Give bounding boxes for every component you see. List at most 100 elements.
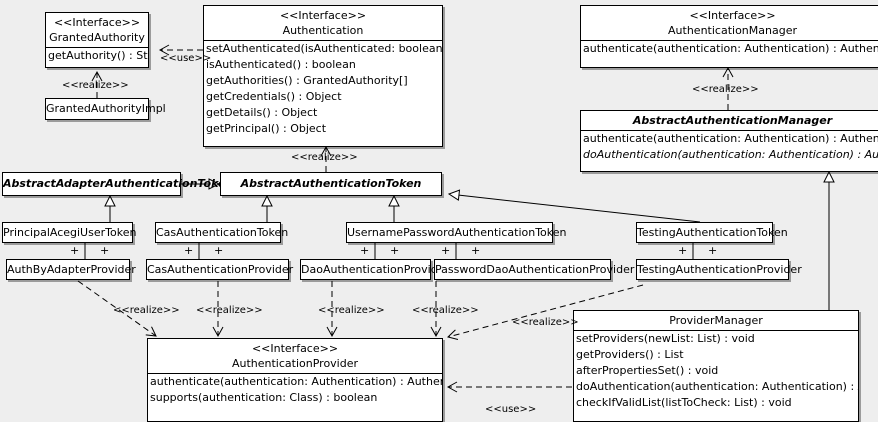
edge-label-realize-abstractauthenticationmanager: <<realize>>	[692, 84, 759, 95]
class-header: <<Interface>> Authentication	[204, 6, 442, 40]
class-name: PasswordDaoAuthenticationProvider	[435, 263, 635, 276]
class-header: AbstractAdapterAuthenticationToken	[3, 173, 234, 194]
operations-compartment: setAuthenticated(isAuthenticated: boolea…	[204, 40, 442, 137]
relation-realize-testingauthenticationprovider	[447, 284, 644, 340]
edge-label-realize-authbyadapterprovider: <<realize>>	[113, 305, 180, 316]
class-stereotype: <<Interface>>	[53, 16, 141, 29]
class-name: AuthenticationManager	[668, 24, 797, 37]
class-name: GrantedAuthority	[49, 31, 145, 44]
edge-label-realize-testingauthenticationprovider: <<realize>>	[512, 317, 579, 328]
class-box-principal-acegi-user-token[interactable]: PrincipalAcegiUserToken	[2, 222, 137, 243]
class-header: <<Interface>> GrantedAuthority	[46, 13, 148, 47]
class-box-dao-authentication-provider[interactable]: DaoAuthenticationProvider	[300, 259, 449, 280]
operation-row: getAuthorities() : GrantedAuthority[]	[206, 74, 408, 87]
edge-label-use-grantedauthority: <<use>>	[160, 53, 212, 64]
class-name: ProviderManager	[669, 314, 763, 327]
operation-row: supports(authentication: Class) : boolea…	[150, 391, 378, 404]
plus-marker: +	[708, 244, 718, 257]
class-name: UsernamePasswordAuthenticationToken	[347, 226, 567, 239]
class-header: AuthByAdapterProvider	[7, 260, 136, 279]
class-name: CasAuthenticationProvider	[147, 263, 294, 276]
plus-marker: +	[214, 244, 224, 257]
operations-compartment: getAuthority() : String	[46, 47, 148, 64]
plus-marker: +	[441, 244, 451, 257]
relation-generalize-testingauthenticationtoken	[449, 194, 701, 223]
class-box-abstract-adapter-authentication-token[interactable]: AbstractAdapterAuthenticationToken	[2, 172, 234, 196]
operations-compartment: setProviders(newList: List) : void getPr…	[574, 330, 858, 411]
operation-row: doAuthentication(authentication: Authent…	[576, 380, 858, 393]
class-box-cas-authentication-provider[interactable]: CasAuthenticationProvider	[146, 259, 294, 280]
class-box-username-password-authentication-token[interactable]: UsernamePasswordAuthenticationToken	[346, 222, 567, 243]
class-box-abstract-authentication-token[interactable]: AbstractAuthenticationToken	[220, 172, 442, 196]
class-header: TestingAuthenticationToken	[637, 223, 788, 242]
operation-row: authenticate(authentication: Authenticat…	[583, 42, 878, 55]
class-header: TestingAuthenticationProvider	[637, 260, 802, 279]
plus-marker: +	[184, 244, 194, 257]
operations-compartment: authenticate(authentication: Authenticat…	[581, 130, 878, 163]
edge-label-realize-passworddaoauthenticationprovider: <<realize>>	[412, 305, 479, 316]
class-box-abstract-authentication-manager[interactable]: AbstractAuthenticationManager authentica…	[580, 110, 878, 172]
operation-row: afterPropertiesSet() : void	[576, 364, 719, 377]
class-box-cas-authentication-token[interactable]: CasAuthenticationToken	[155, 222, 289, 243]
class-name: Authentication	[282, 24, 364, 37]
edge-label-realize-casauthenticationprovider: <<realize>>	[196, 305, 263, 316]
class-box-provider-manager[interactable]: ProviderManager setProviders(newList: Li…	[573, 310, 859, 422]
class-name: AbstractAuthenticationManager	[632, 114, 833, 127]
class-name: TestingAuthenticationToken	[637, 226, 788, 239]
operation-row: authenticate(authentication: Authenticat…	[583, 132, 878, 145]
plus-marker: +	[70, 244, 80, 257]
class-box-granted-authority-impl[interactable]: GrantedAuthorityImpl	[45, 98, 166, 120]
operation-row: isAuthenticated() : boolean	[206, 58, 356, 71]
class-header: PasswordDaoAuthenticationProvider	[435, 260, 635, 279]
edge-label-realize-daoauthenticationprovider: <<realize>>	[318, 305, 385, 316]
class-name: AbstractAdapterAuthenticationToken	[3, 177, 234, 190]
class-header: CasAuthenticationProvider	[147, 260, 294, 279]
class-box-authentication-manager[interactable]: <<Interface>> AuthenticationManager auth…	[580, 5, 878, 68]
edge-label-use-providermanager: <<use>>	[485, 404, 537, 415]
class-box-auth-by-adapter-provider[interactable]: AuthByAdapterProvider	[6, 259, 136, 280]
class-name: DaoAuthenticationProvider	[301, 263, 449, 276]
class-name: PrincipalAcegiUserToken	[3, 226, 137, 239]
class-box-authentication-provider[interactable]: <<Interface>> AuthenticationProvider aut…	[147, 338, 443, 422]
operation-row: getAuthority() : String	[48, 49, 148, 62]
class-name: CasAuthenticationToken	[156, 226, 289, 239]
operation-row: setProviders(newList: List) : void	[576, 332, 755, 345]
plus-marker: +	[471, 244, 481, 257]
class-header: CasAuthenticationToken	[156, 223, 289, 242]
class-stereotype: <<Interface>>	[251, 342, 339, 355]
class-box-testing-authentication-provider[interactable]: TestingAuthenticationProvider	[636, 259, 802, 280]
class-box-authentication[interactable]: <<Interface>> Authentication setAuthenti…	[203, 5, 443, 147]
operation-row: getDetails() : Object	[206, 106, 318, 119]
operation-row: getPrincipal() : Object	[206, 122, 327, 135]
class-stereotype: <<Interface>>	[279, 9, 367, 22]
operations-compartment: authenticate(authentication: Authenticat…	[148, 373, 442, 406]
relation-realize-authbyadapterprovider	[77, 280, 157, 337]
plus-marker: +	[390, 244, 400, 257]
class-header: PrincipalAcegiUserToken	[3, 223, 137, 242]
operation-row: checkIfValidList(listToCheck: List) : vo…	[576, 396, 792, 409]
class-header: AbstractAuthenticationToken	[221, 173, 441, 194]
class-name: GrantedAuthorityImpl	[46, 102, 166, 115]
operation-row: getCredentials() : Object	[206, 90, 342, 103]
operation-row: getProviders() : List	[576, 348, 684, 361]
operation-row: setAuthenticated(isAuthenticated: boolea…	[206, 42, 442, 55]
class-box-granted-authority[interactable]: <<Interface>> GrantedAuthority getAuthor…	[45, 12, 149, 68]
class-header: <<Interface>> AuthenticationProvider	[148, 339, 442, 373]
operation-row: doAuthentication(authentication: Authent…	[583, 148, 878, 161]
class-name: AuthByAdapterProvider	[7, 263, 136, 276]
class-stereotype: <<Interface>>	[689, 9, 776, 22]
class-header: <<Interface>> AuthenticationManager	[581, 6, 878, 40]
class-box-testing-authentication-token[interactable]: TestingAuthenticationToken	[636, 222, 788, 243]
class-name: AuthenticationProvider	[231, 357, 359, 370]
plus-marker: +	[100, 244, 110, 257]
class-box-password-dao-authentication-provider[interactable]: PasswordDaoAuthenticationProvider	[434, 259, 635, 280]
operations-compartment: authenticate(authentication: Authenticat…	[581, 40, 878, 57]
plus-marker: +	[678, 244, 688, 257]
edge-label-realize-grantedauthorityimpl: <<realize>>	[62, 80, 129, 91]
class-header: DaoAuthenticationProvider	[301, 260, 449, 279]
plus-marker: +	[360, 244, 370, 257]
class-name: AbstractAuthenticationToken	[240, 177, 422, 190]
